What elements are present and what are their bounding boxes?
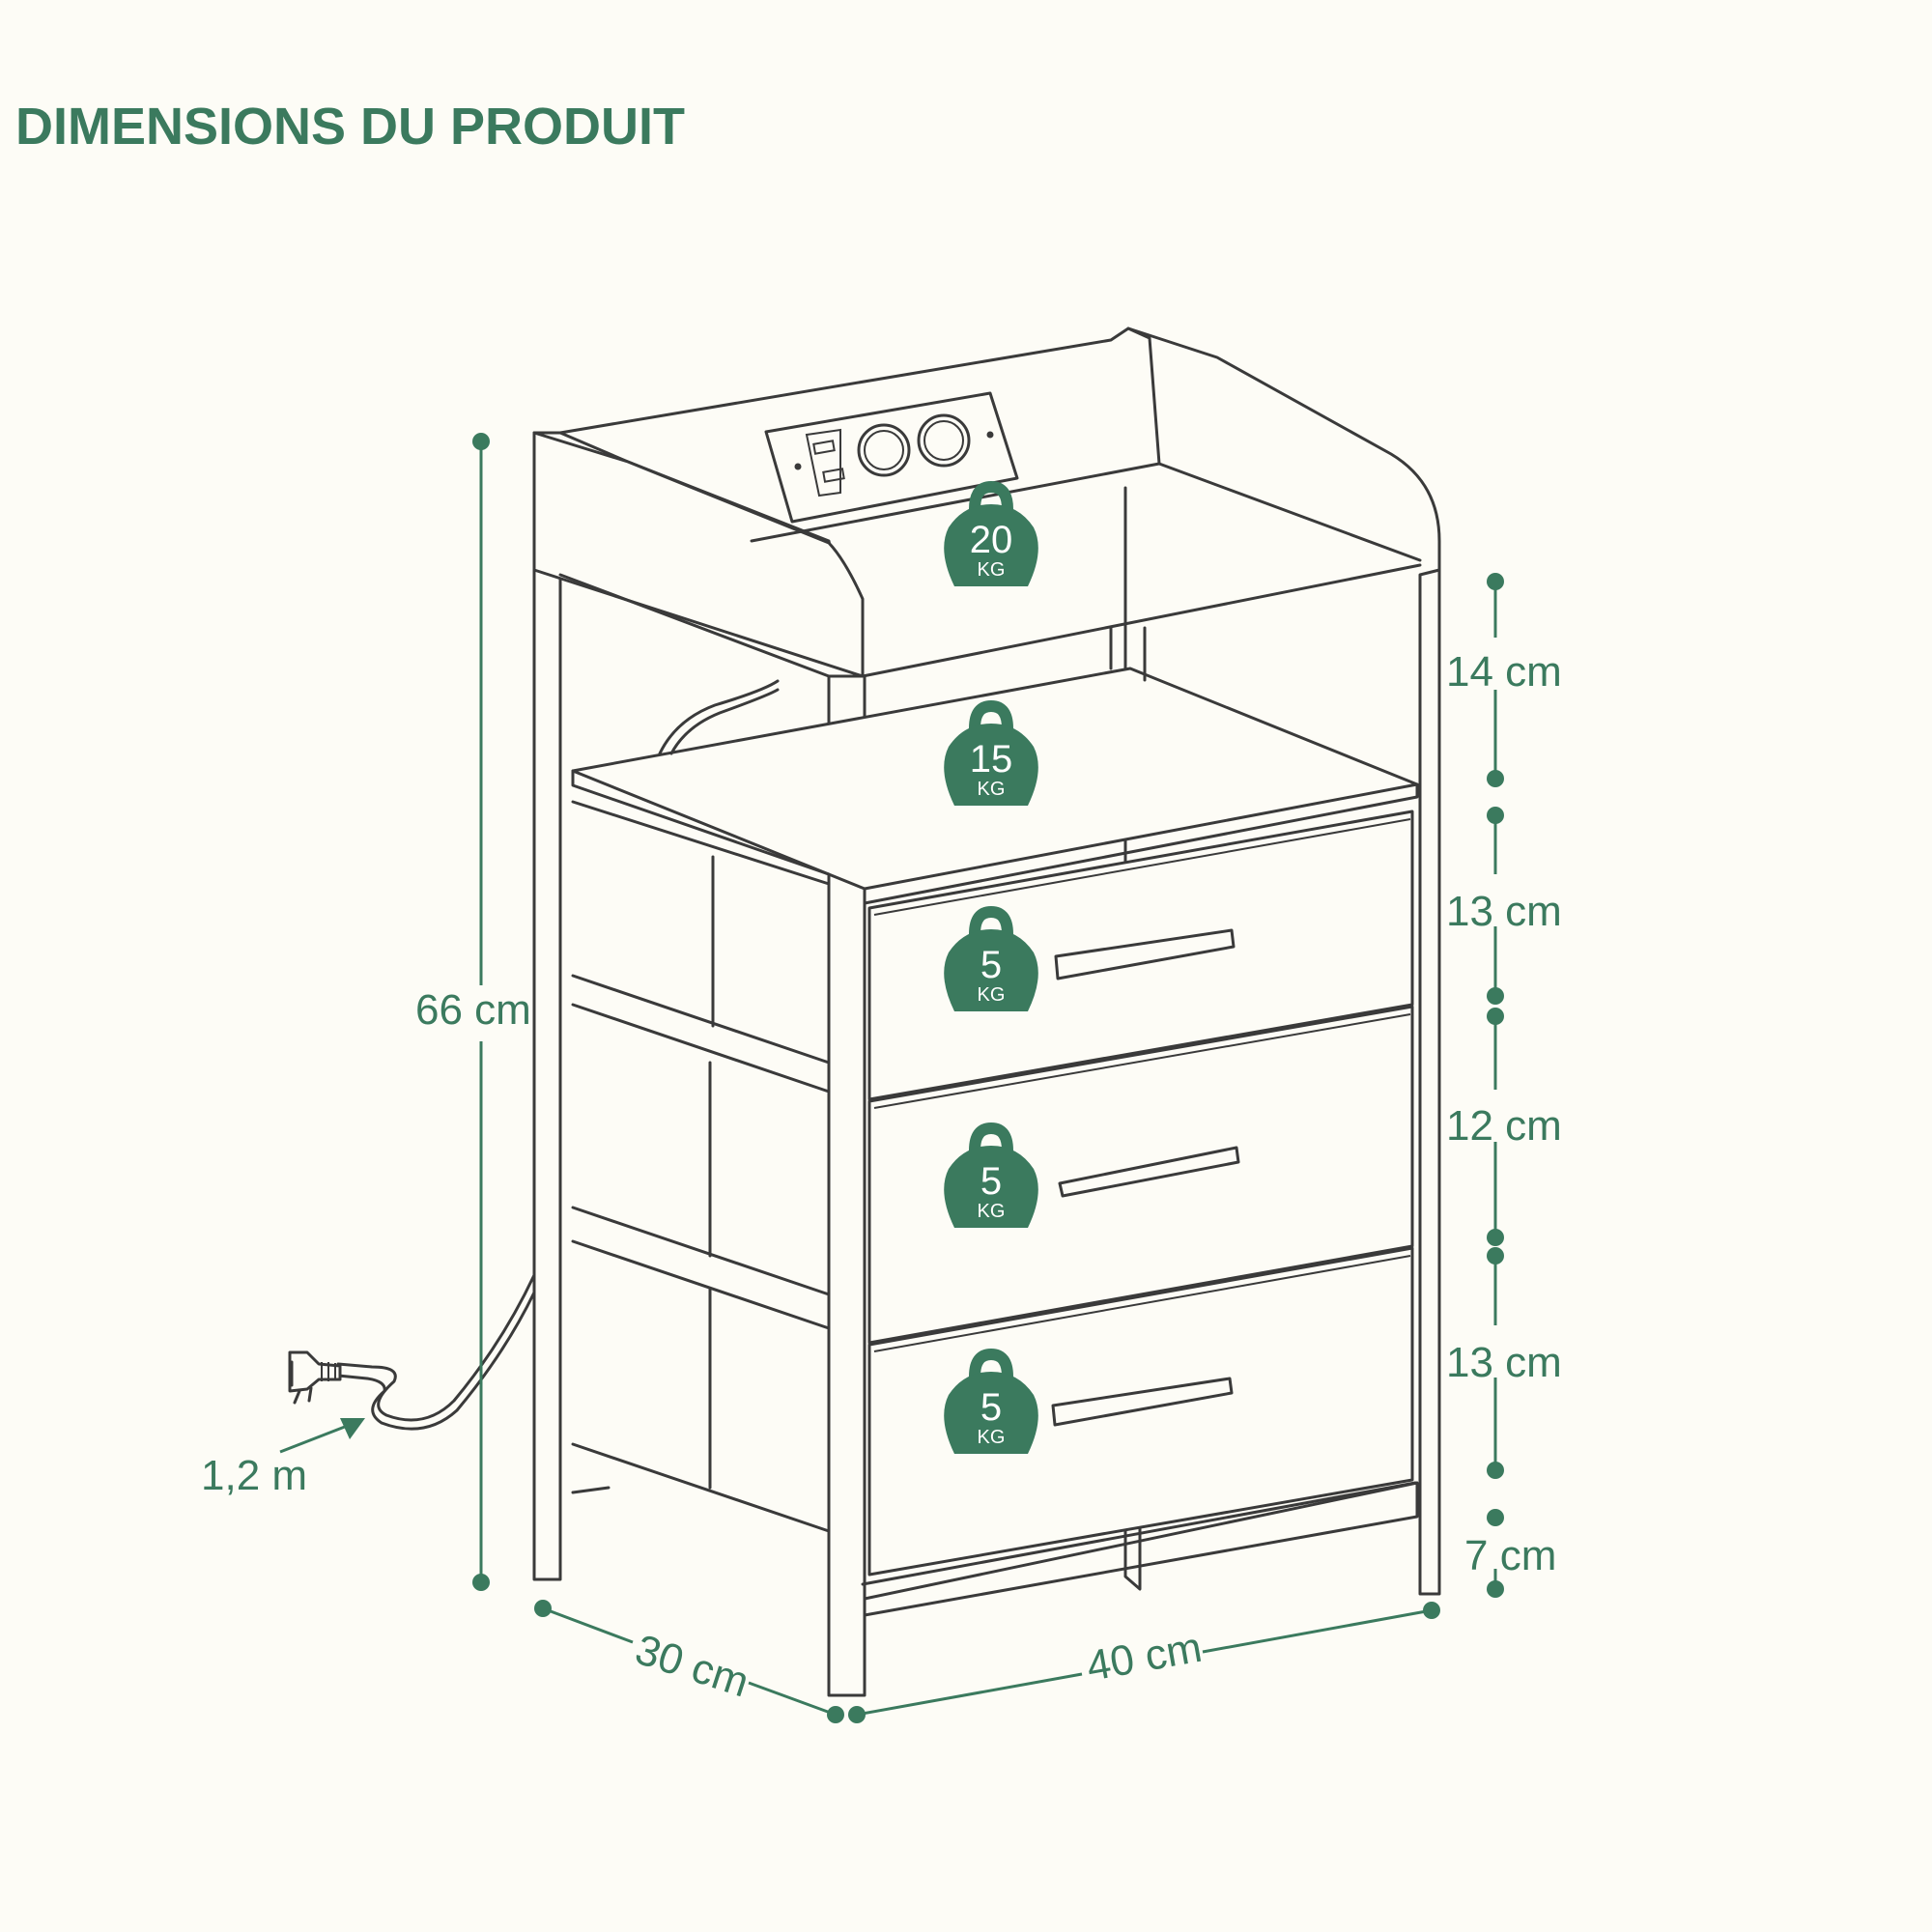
dimension-endpoint-dot [1487, 807, 1504, 824]
kettlebell-handle-icon [969, 1348, 1013, 1378]
weight-badge: 5KG [944, 905, 1038, 1011]
width-label: 40 cm [1083, 1624, 1206, 1690]
weight-value: 20 [970, 519, 1013, 561]
dimension-endpoint-dot [1487, 1229, 1504, 1246]
kettlebell-icon [944, 1146, 1038, 1228]
width-dimension-line [856, 1672, 1083, 1717]
nightstand-drawing [288, 327, 1441, 1697]
kettlebell-icon [944, 724, 1038, 806]
kettlebell-icon [944, 929, 1038, 1011]
weight-unit: KG [978, 1201, 1006, 1222]
width-dimension-line [1202, 1608, 1433, 1654]
dimension-endpoint-dot [1487, 1247, 1504, 1264]
dimension-endpoint-dot [472, 1574, 490, 1591]
dimension-lines [279, 433, 1504, 1723]
weight-value: 5 [980, 944, 1002, 986]
cable-length-label: 1,2 m [201, 1452, 307, 1499]
dimension-endpoint-dot [1487, 1580, 1504, 1598]
kettlebell-handle-icon [969, 905, 1013, 935]
kettlebell-handle-icon [969, 699, 1013, 729]
page-title: DIMENSIONS DU PRODUIT [15, 98, 686, 156]
right-dim-label: 7 cm [1464, 1532, 1556, 1579]
dimension-endpoint-dot [1487, 770, 1504, 787]
cable-arrow [279, 1423, 351, 1454]
weight-unit: KG [978, 779, 1006, 800]
dimension-endpoint-dot [848, 1706, 866, 1723]
weight-value: 5 [980, 1386, 1002, 1429]
dimension-endpoint-dot [1487, 1008, 1504, 1025]
kettlebell-icon [944, 1372, 1038, 1454]
right-dim-label: 13 cm [1446, 888, 1562, 935]
dimension-endpoint-dot [534, 1600, 552, 1617]
cable-arrow-head [340, 1418, 365, 1439]
depth-label: 30 cm [630, 1626, 754, 1707]
weight-badge: 5KG [944, 1348, 1038, 1454]
dimension-endpoint-dot [827, 1706, 844, 1723]
weight-unit: KG [978, 1427, 1006, 1448]
depth-dimension-line [542, 1606, 634, 1644]
dimension-endpoint-dot [1423, 1602, 1440, 1619]
depth-dimension-line [748, 1681, 837, 1717]
dimension-endpoint-dot [1487, 1509, 1504, 1526]
weight-unit: KG [978, 559, 1006, 581]
dimension-endpoint-dot [1487, 987, 1504, 1005]
dimension-endpoint-dot [1487, 573, 1504, 590]
right-dim-label: 14 cm [1446, 648, 1562, 696]
height-total-label: 66 cm [415, 986, 531, 1034]
dimension-endpoint-dot [1487, 1462, 1504, 1479]
weight-value: 5 [980, 1160, 1002, 1203]
weight-unit: KG [978, 984, 1006, 1006]
weight-value: 15 [970, 738, 1013, 781]
right-dim-label: 12 cm [1446, 1102, 1562, 1150]
right-dim-label: 13 cm [1446, 1339, 1562, 1386]
weight-badge: 5KG [944, 1122, 1038, 1228]
kettlebell-handle-icon [969, 480, 1013, 510]
kettlebell-handle-icon [969, 1122, 1013, 1151]
dimension-endpoint-dot [472, 433, 490, 450]
kettlebell-icon [944, 504, 1038, 586]
